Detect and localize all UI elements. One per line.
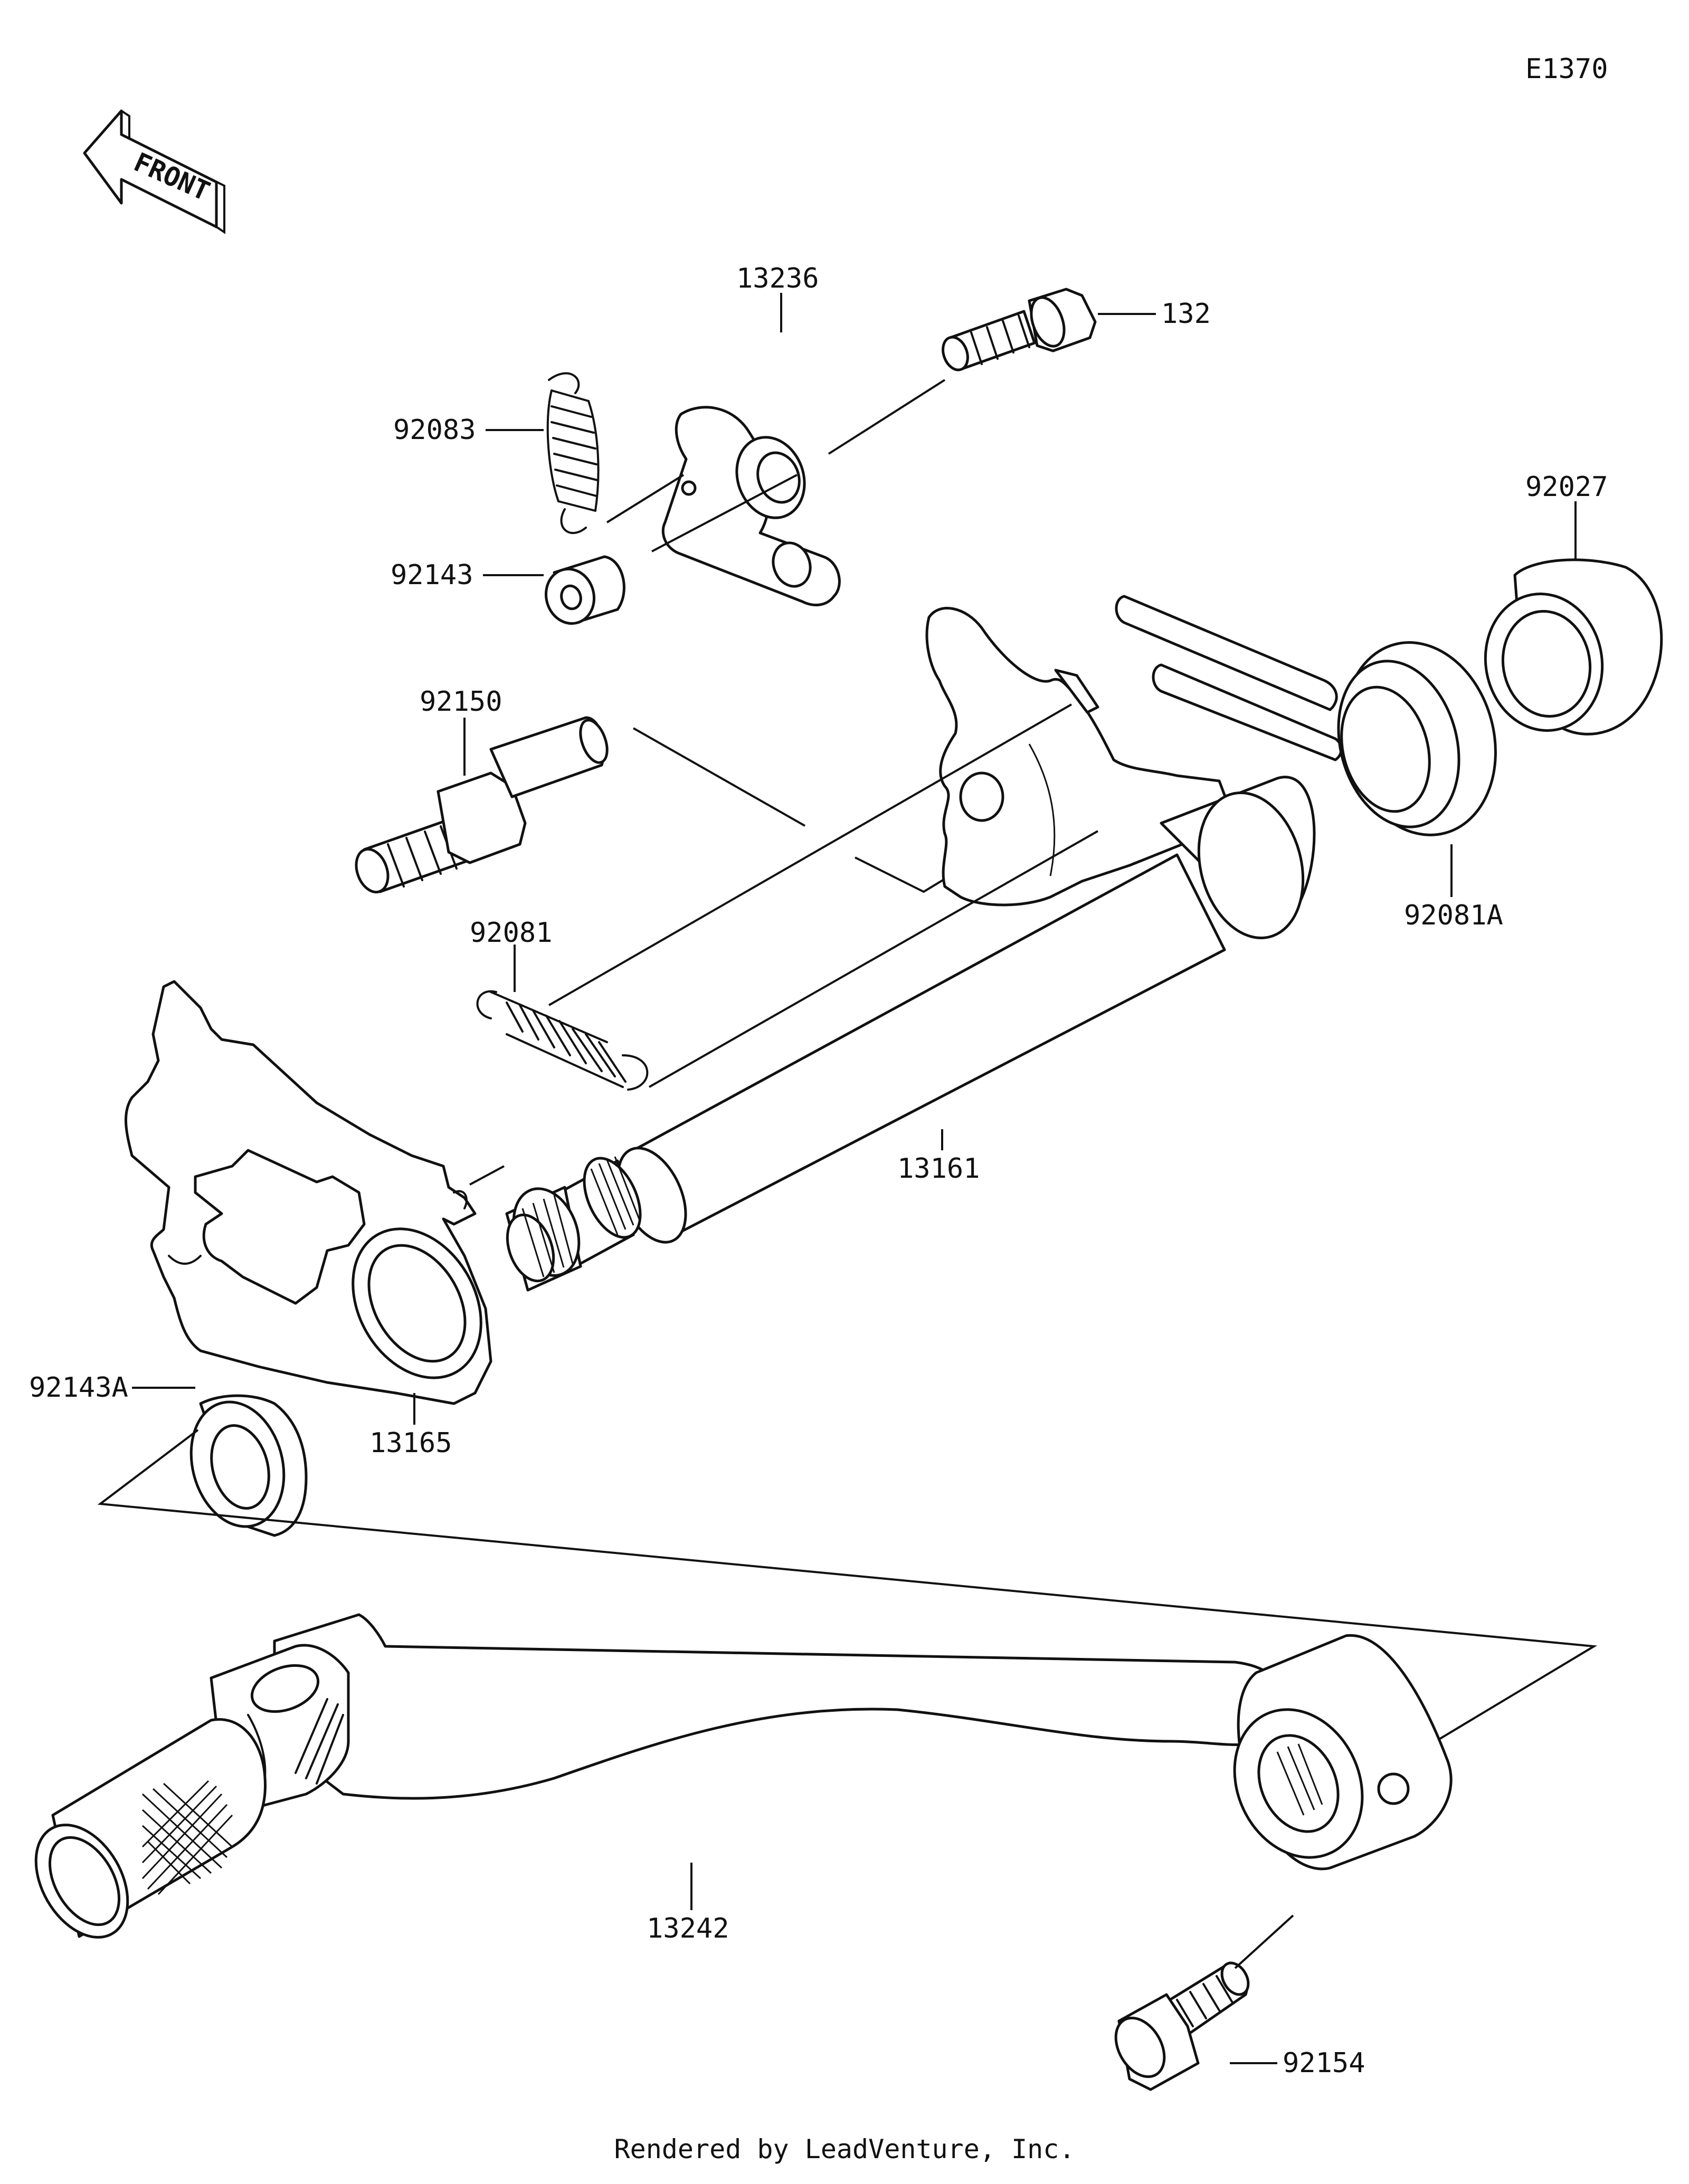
- part-92081-spring: [476, 990, 649, 1091]
- label-92081: 92081: [470, 917, 553, 949]
- label-92150: 92150: [420, 686, 502, 718]
- diagram-code: E1370: [1525, 53, 1608, 85]
- part-13236-plate: [661, 406, 841, 607]
- label-13161: 13161: [897, 1153, 980, 1185]
- label-92027: 92027: [1525, 471, 1608, 503]
- part-132-bolt: [942, 288, 1097, 371]
- label-132: 132: [1161, 298, 1211, 330]
- part-92143-collar: [544, 555, 625, 625]
- footer-credit: Rendered by LeadVenture, Inc.: [614, 2134, 1075, 2164]
- front-arrow-icon: FRONT: [83, 109, 225, 234]
- part-92154-bolt: [1114, 1961, 1250, 2091]
- part-92081a-spring: [1115, 595, 1497, 836]
- part-92150-pin: [355, 716, 609, 894]
- part-13165-plate: [125, 980, 492, 1405]
- part-92083-spring: [546, 372, 600, 535]
- part-13242-pedal: [34, 1613, 1453, 1939]
- label-92143a: 92143A: [29, 1372, 128, 1404]
- part-92143a-washer: [189, 1394, 308, 1537]
- label-92154: 92154: [1283, 2047, 1365, 2079]
- label-92143: 92143: [391, 559, 473, 591]
- part-92027-bushing: [1484, 558, 1663, 736]
- label-92081a: 92081A: [1404, 900, 1503, 931]
- label-13165: 13165: [369, 1427, 452, 1459]
- label-92083: 92083: [393, 414, 476, 446]
- knurl-pattern: [141, 1780, 233, 1895]
- part-13161-shaft: [505, 607, 1316, 1292]
- label-13236: 13236: [736, 263, 819, 294]
- label-13242: 13242: [647, 1913, 729, 1944]
